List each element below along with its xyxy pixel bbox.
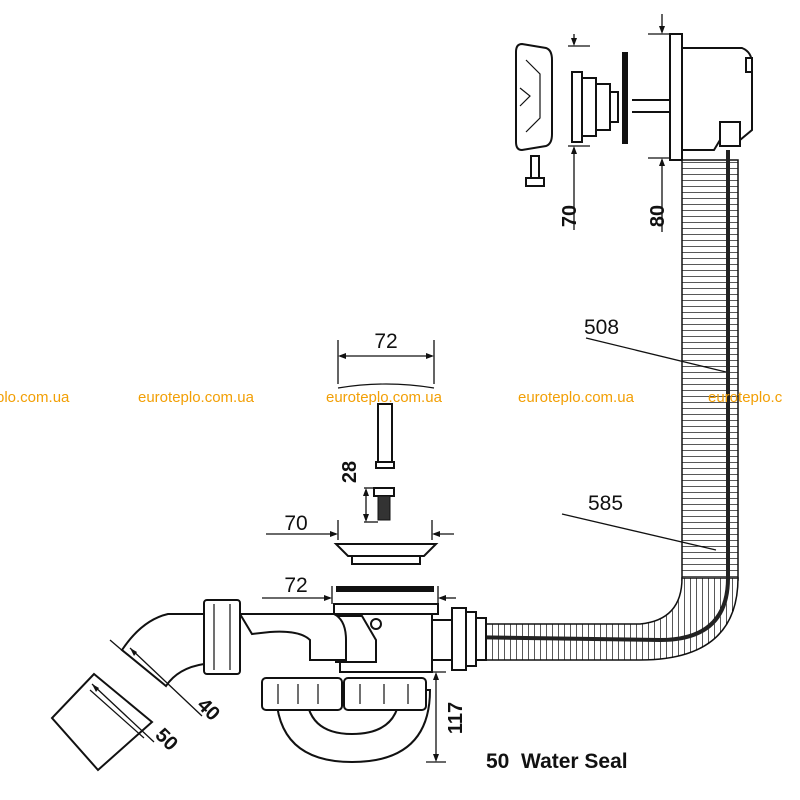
dim-trap-height-label: 117 — [445, 702, 467, 734]
dim-overflow-height-label: 80 — [647, 205, 669, 227]
outlet-nut — [203, 599, 241, 675]
dim-grate-width: 70 — [266, 512, 454, 540]
dim-body-width-label: 72 — [284, 574, 307, 597]
dim-stem-height-label: 28 — [339, 461, 361, 483]
dim-body-width: 72 — [262, 574, 456, 604]
watermark-row: plo.com.ua euroteplo.com.ua euroteplo.co… — [0, 389, 783, 406]
watermark-text: euroteplo.c — [708, 389, 783, 406]
dim-outlet-outer-label: 50 — [151, 724, 182, 755]
watermark-text: plo.com.ua — [0, 389, 70, 406]
watermark-text: euroteplo.com.ua — [326, 389, 443, 406]
outlet-elbow — [120, 613, 205, 688]
dim-hose-lower-label: 585 — [588, 492, 623, 515]
dim-overflow-height: 80 — [647, 14, 670, 232]
plug-stem — [375, 403, 395, 469]
dim-hose-lower: 585 — [561, 492, 717, 551]
dim-overflow-width-label: 70 — [559, 205, 581, 227]
water-seal-caption: 50 Water Seal — [486, 750, 628, 773]
trap-bend — [238, 613, 432, 764]
dim-cap-width: 72 — [337, 330, 435, 384]
overflow-retainer — [571, 71, 619, 143]
dim-cap-width-label: 72 — [374, 330, 397, 353]
outlet-pipe — [50, 672, 154, 772]
overflow-screw — [525, 155, 545, 187]
hose-connector-nut — [451, 607, 487, 671]
overflow-body — [632, 33, 753, 161]
plug-spring — [373, 487, 395, 521]
dim-outlet-inner-label: 40 — [193, 694, 224, 725]
corrugated-hose — [395, 150, 739, 661]
dim-overflow-width: 70 — [559, 34, 590, 230]
watermark-text: euroteplo.com.ua — [518, 389, 635, 406]
dim-grate-width-label: 70 — [284, 512, 307, 535]
dim-trap-height: 117 — [426, 671, 467, 763]
watermark-text: euroteplo.com.ua — [138, 389, 255, 406]
dim-hose-upper: 508 — [584, 316, 727, 373]
waste-body — [333, 603, 453, 673]
dim-hose-upper-label: 508 — [584, 316, 619, 339]
drain-gasket — [336, 586, 434, 592]
dim-stem-height: 28 — [339, 461, 378, 523]
drain-grate — [333, 543, 439, 565]
plug-cap — [337, 383, 435, 389]
overflow-cover-cap — [515, 42, 553, 152]
overflow-gasket — [622, 52, 628, 144]
